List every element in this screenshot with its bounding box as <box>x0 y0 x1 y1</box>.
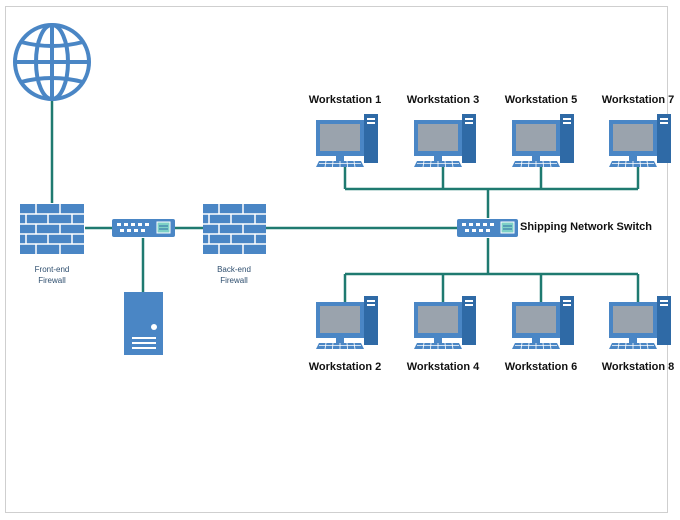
globe-icon <box>13 23 91 101</box>
back-firewall-label-1: Back-end <box>217 265 251 274</box>
connection-lines <box>50 100 640 302</box>
workstation-label: Workstation 8 <box>602 361 675 373</box>
firewall-icon <box>20 204 84 254</box>
workstation-icon <box>413 295 477 350</box>
workstation-icon <box>315 113 379 168</box>
workstation-icon <box>315 295 379 350</box>
workstation-icon <box>608 295 672 350</box>
workstation-icon <box>511 295 575 350</box>
workstation-label: Workstation 2 <box>309 361 382 373</box>
server-icon <box>124 292 163 355</box>
front-firewall-label-1: Front-end <box>35 265 70 274</box>
workstation-icon <box>608 113 672 168</box>
workstation-label: Workstation 3 <box>407 94 480 106</box>
firewall-icon <box>203 204 266 254</box>
workstation-label: Workstation 6 <box>505 361 578 373</box>
switch-label: Shipping Network Switch <box>520 221 652 233</box>
workstation-label: Workstation 5 <box>505 94 578 106</box>
front-firewall-label-2: Firewall <box>38 276 66 285</box>
workstation-icon <box>511 113 575 168</box>
network-switch-icon <box>457 219 518 237</box>
workstation-label: Workstation 7 <box>602 94 675 106</box>
workstation-label: Workstation 4 <box>407 361 480 373</box>
back-firewall-label-2: Firewall <box>220 276 248 285</box>
network-switch-icon <box>112 219 175 237</box>
workstation-label: Workstation 1 <box>309 94 382 106</box>
workstation-icon <box>413 113 477 168</box>
diagram-frame <box>5 6 668 513</box>
